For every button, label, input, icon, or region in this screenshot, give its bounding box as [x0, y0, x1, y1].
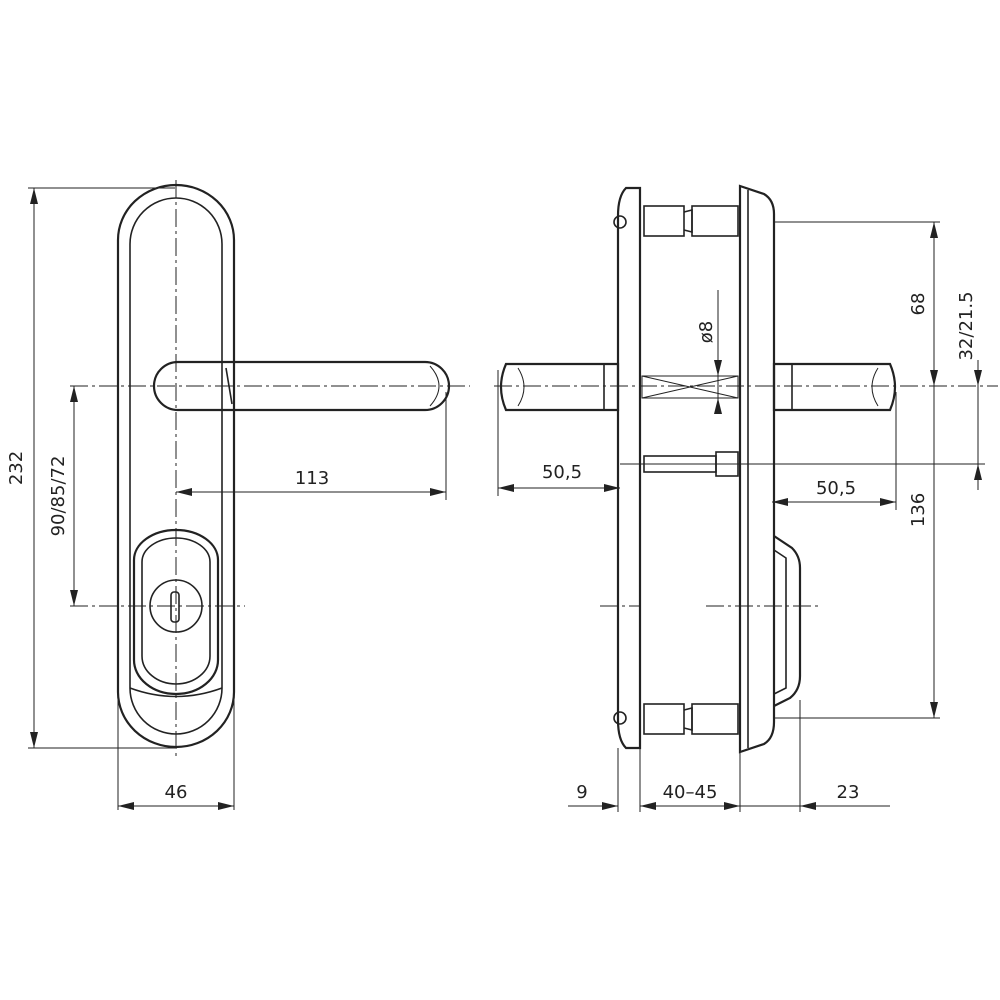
inner-plate	[616, 186, 642, 750]
overall-height-label: 232	[6, 451, 27, 485]
cylinder-shield	[773, 535, 802, 707]
lever-length-label: 113	[295, 468, 329, 489]
shield-thickness-label: 23	[837, 782, 860, 803]
plate-width-label: 46	[165, 782, 188, 803]
side-lever-right	[772, 362, 897, 412]
door-thickness-label: 40–45	[663, 782, 718, 803]
front-view: 232 90/85/72 113 46	[6, 180, 470, 810]
keyhole-icon	[170, 591, 180, 623]
lever-right-offset-label: 50,5	[816, 478, 856, 499]
screw-to-spindle-label: 68	[908, 293, 929, 316]
lever-tip-detail	[429, 365, 440, 407]
top-screw-right	[691, 205, 739, 237]
lever-left-offset-label: 50,5	[542, 462, 582, 483]
lever-handle	[152, 360, 451, 412]
outer-security-plate	[738, 184, 776, 754]
spindle-square	[641, 375, 739, 399]
screw-spacing-label: 136	[908, 493, 929, 527]
bottom-screw-right	[691, 703, 739, 735]
bottom-screw-left	[643, 703, 685, 735]
cylinder-guard-inner	[141, 537, 211, 685]
spindle-diameter-label: ø8	[696, 321, 717, 343]
side-view: 68 136 32/21.5 ø8 50,5 50,5	[494, 184, 998, 812]
spindle-offset-label: 32/21.5	[956, 291, 977, 360]
top-screw-left	[643, 205, 685, 237]
plate-thickness-label: 9	[576, 782, 587, 803]
side-lever-left	[499, 362, 620, 412]
cylinder-guard	[132, 528, 220, 696]
front-plate-outer	[116, 183, 236, 749]
center-distance-label: 90/85/72	[48, 456, 69, 537]
